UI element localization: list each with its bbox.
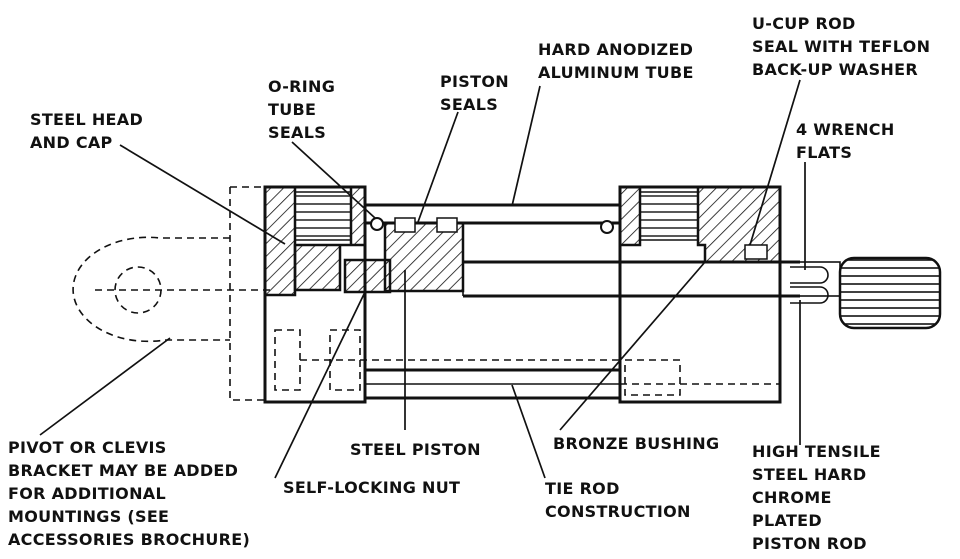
clevis-bracket bbox=[72, 186, 270, 401]
label-steel-piston: STEEL PISTON bbox=[350, 440, 481, 459]
front-head bbox=[600, 185, 782, 404]
label-self-locking-nut: SELF-LOCKING NUT bbox=[283, 478, 461, 497]
steel-piston bbox=[343, 217, 465, 294]
rear-head-cap bbox=[263, 185, 367, 404]
label-bronze-bushing: BRONZE BUSHING bbox=[553, 434, 720, 453]
leader-lines bbox=[39, 79, 806, 479]
rod-end bbox=[779, 256, 942, 330]
